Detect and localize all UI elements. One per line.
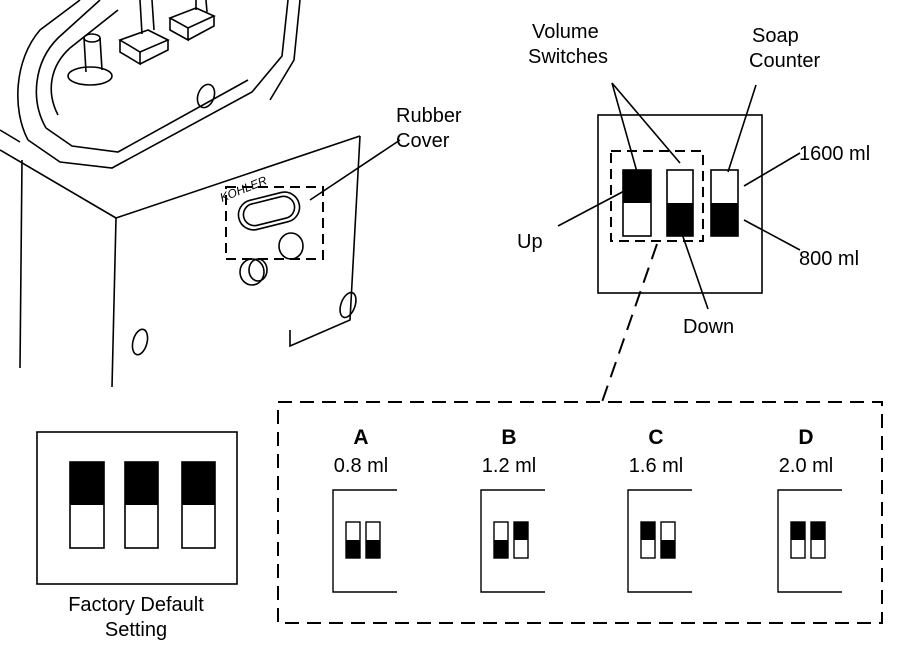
label-up: Up bbox=[517, 231, 543, 253]
setting-switch-2-toggle bbox=[661, 540, 675, 558]
setting-letter: C bbox=[648, 426, 663, 449]
setting-switch-2-toggle bbox=[366, 540, 380, 558]
rubber-cover-label-line1: Rubber bbox=[396, 105, 462, 127]
setting-letter: A bbox=[353, 426, 368, 449]
label-1600-ml: 1600 ml bbox=[799, 143, 870, 165]
volume-switches-label-line1: Volume bbox=[532, 21, 599, 43]
setting-switch-1-toggle bbox=[641, 522, 655, 540]
setting-frame bbox=[480, 489, 545, 593]
rubber-cover-highlight bbox=[225, 186, 324, 260]
detail-leaders bbox=[557, 82, 801, 310]
volume-switches-highlight bbox=[610, 150, 704, 242]
soap-counter-label-line2: Counter bbox=[749, 50, 820, 72]
setting-c: C 1.6 ml bbox=[627, 426, 692, 593]
setting-letter: B bbox=[501, 426, 516, 449]
setting-a: A 0.8 ml bbox=[332, 426, 397, 593]
factory-default-label-line1: Factory Default bbox=[68, 594, 204, 616]
setting-b: B 1.2 ml bbox=[480, 426, 545, 593]
setting-frame bbox=[332, 489, 397, 593]
setting-volume: 0.8 ml bbox=[334, 455, 388, 477]
setting-switch-1-toggle bbox=[346, 540, 360, 558]
setting-volume: 2.0 ml bbox=[779, 455, 833, 477]
dispenser-unit bbox=[0, 0, 361, 388]
setting-letter: D bbox=[798, 426, 813, 449]
label-down: Down bbox=[683, 316, 734, 338]
setting-d: D 2.0 ml bbox=[777, 426, 842, 593]
setting-volume: 1.2 ml bbox=[482, 455, 536, 477]
rubber-cover-label-line2: Cover bbox=[396, 130, 450, 152]
label-800-ml: 800 ml bbox=[799, 248, 859, 270]
volume-settings: A 0.8 ml B 1.2 ml C 1.6 ml D 2.0 ml bbox=[332, 426, 842, 593]
volume-settings-box bbox=[277, 401, 883, 624]
factory-default-panel bbox=[36, 431, 238, 585]
rubber-cover-leader bbox=[309, 139, 401, 201]
soap-counter-label-line1: Soap bbox=[752, 25, 799, 47]
setting-frame bbox=[777, 489, 842, 593]
detail-connector bbox=[601, 243, 658, 403]
setting-frame bbox=[627, 489, 692, 593]
setting-switch-1-toggle bbox=[791, 522, 805, 540]
setting-volume: 1.6 ml bbox=[629, 455, 683, 477]
volume-switches-label-line2: Switches bbox=[528, 46, 608, 68]
setting-switch-1-toggle bbox=[494, 540, 508, 558]
factory-default-label-line2: Setting bbox=[105, 619, 167, 641]
setting-switch-2-toggle bbox=[811, 522, 825, 540]
setting-switch-2-toggle bbox=[514, 522, 528, 540]
